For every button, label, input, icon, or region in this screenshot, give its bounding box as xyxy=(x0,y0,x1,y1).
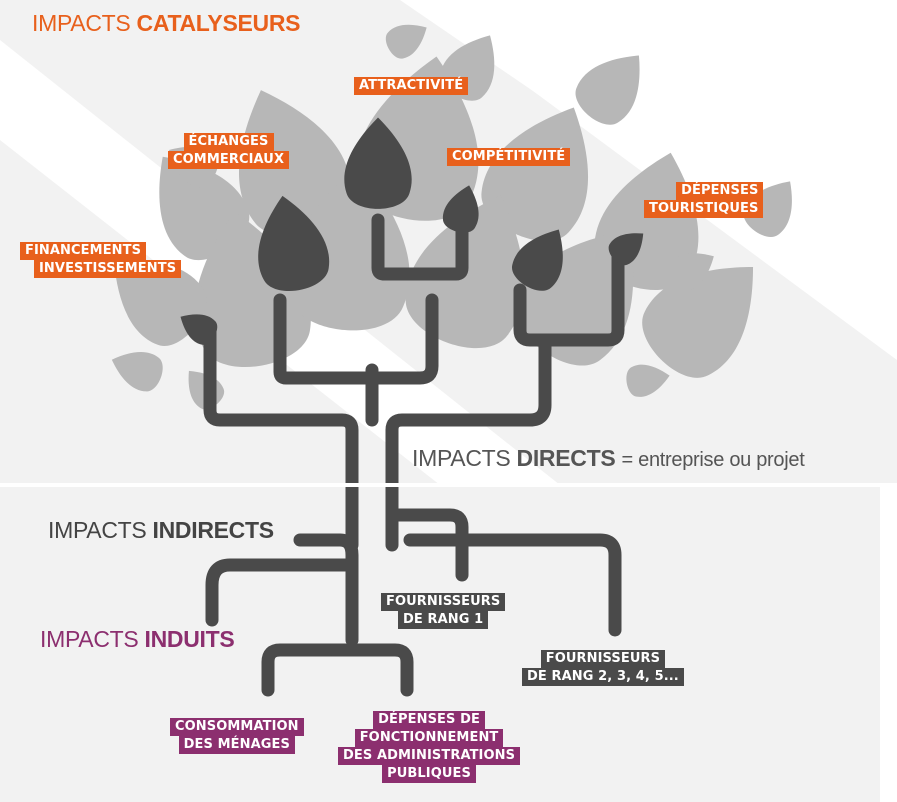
label-rang1-line2: DE RANG 1 xyxy=(398,611,489,629)
branch-induits-3 xyxy=(328,643,414,697)
label-admin-line3: DES ADMINISTRATIONS xyxy=(338,747,521,765)
label-rang2-line2: DE RANG 2, 3, 4, 5... xyxy=(522,668,684,686)
label-consommation-line1: CONSOMMATION xyxy=(170,718,304,736)
tree-branches xyxy=(203,213,625,697)
label-attractivite-text: ATTRACTIVITÉ xyxy=(354,77,469,95)
header-indirects-prefix: IMPACTS xyxy=(48,517,147,543)
label-fournisseurs-rang2: FOURNISSEURS DE RANG 2, 3, 4, 5... xyxy=(522,650,684,686)
label-depenses-administrations: DÉPENSES DE FONCTIONNEMENT DES ADMINISTR… xyxy=(338,711,521,783)
header-directs-prefix: IMPACTS xyxy=(412,445,511,471)
header-catalyseurs-prefix: IMPACTS xyxy=(32,10,131,36)
header-induits-prefix: IMPACTS xyxy=(40,626,139,652)
branch-rang1 xyxy=(385,508,469,582)
branch-cluster xyxy=(273,293,439,385)
label-consommation-line2: DES MÉNAGES xyxy=(178,736,295,754)
label-echanges-line2: COMMERCIAUX xyxy=(168,151,290,169)
branch-induits-2 xyxy=(261,643,342,697)
label-rang1-line1: FOURNISSEURS xyxy=(381,593,506,611)
header-directs-suffix: = entreprise ou projet xyxy=(621,449,805,471)
branch-right-top xyxy=(513,241,625,347)
label-competitivite: COMPÉTITIVITÉ xyxy=(447,148,571,166)
label-financements-line2: INVESTISSEMENTS xyxy=(34,260,182,278)
header-impacts-directs: IMPACTS DIRECTS = entreprise ou projet xyxy=(412,445,805,471)
label-echanges-line1: ÉCHANGES xyxy=(183,133,274,151)
branch-rang2 xyxy=(403,533,622,637)
label-financements-investissements: FINANCEMENTS INVESTISSEMENTS xyxy=(20,242,182,278)
branch-center xyxy=(371,213,469,281)
label-rang2-line1: FOURNISSEURS xyxy=(540,650,666,668)
label-financements-line1: FINANCEMENTS xyxy=(20,242,147,260)
branch-induits xyxy=(205,558,359,627)
label-depenses-line2: TOURISTIQUES xyxy=(644,200,764,218)
label-admin-line2: FONCTIONNEMENT xyxy=(354,729,504,747)
header-directs-bold: DIRECTS xyxy=(516,445,616,471)
header-indirects-bold: INDIRECTS xyxy=(152,517,275,543)
trunk-main xyxy=(203,323,359,552)
label-fournisseurs-rang1: FOURNISSEURS DE RANG 1 xyxy=(381,593,506,629)
header-impacts-induits: IMPACTS INDUITS xyxy=(40,626,235,652)
label-consommation-menages: CONSOMMATION DES MÉNAGES xyxy=(170,718,304,754)
label-attractivite: ATTRACTIVITÉ xyxy=(354,77,469,95)
trunk-right xyxy=(385,333,552,552)
header-induits-bold: INDUITS xyxy=(144,626,235,652)
label-competitivite-text: COMPÉTITIVITÉ xyxy=(447,148,571,166)
section-divider xyxy=(0,483,897,487)
header-catalyseurs-bold: CATALYSEURS xyxy=(136,10,301,36)
label-echanges-commerciaux: ÉCHANGES COMMERCIAUX xyxy=(168,133,290,169)
label-admin-line1: DÉPENSES DE xyxy=(373,711,485,729)
label-depenses-touristiques: DÉPENSES TOURISTIQUES xyxy=(626,182,764,218)
header-impacts-indirects: IMPACTS INDIRECTS xyxy=(48,519,274,542)
header-impacts-catalyseurs: IMPACTS CATALYSEURS xyxy=(32,10,301,36)
label-depenses-line1: DÉPENSES xyxy=(676,182,764,200)
label-admin-line4: PUBLIQUES xyxy=(382,765,476,783)
